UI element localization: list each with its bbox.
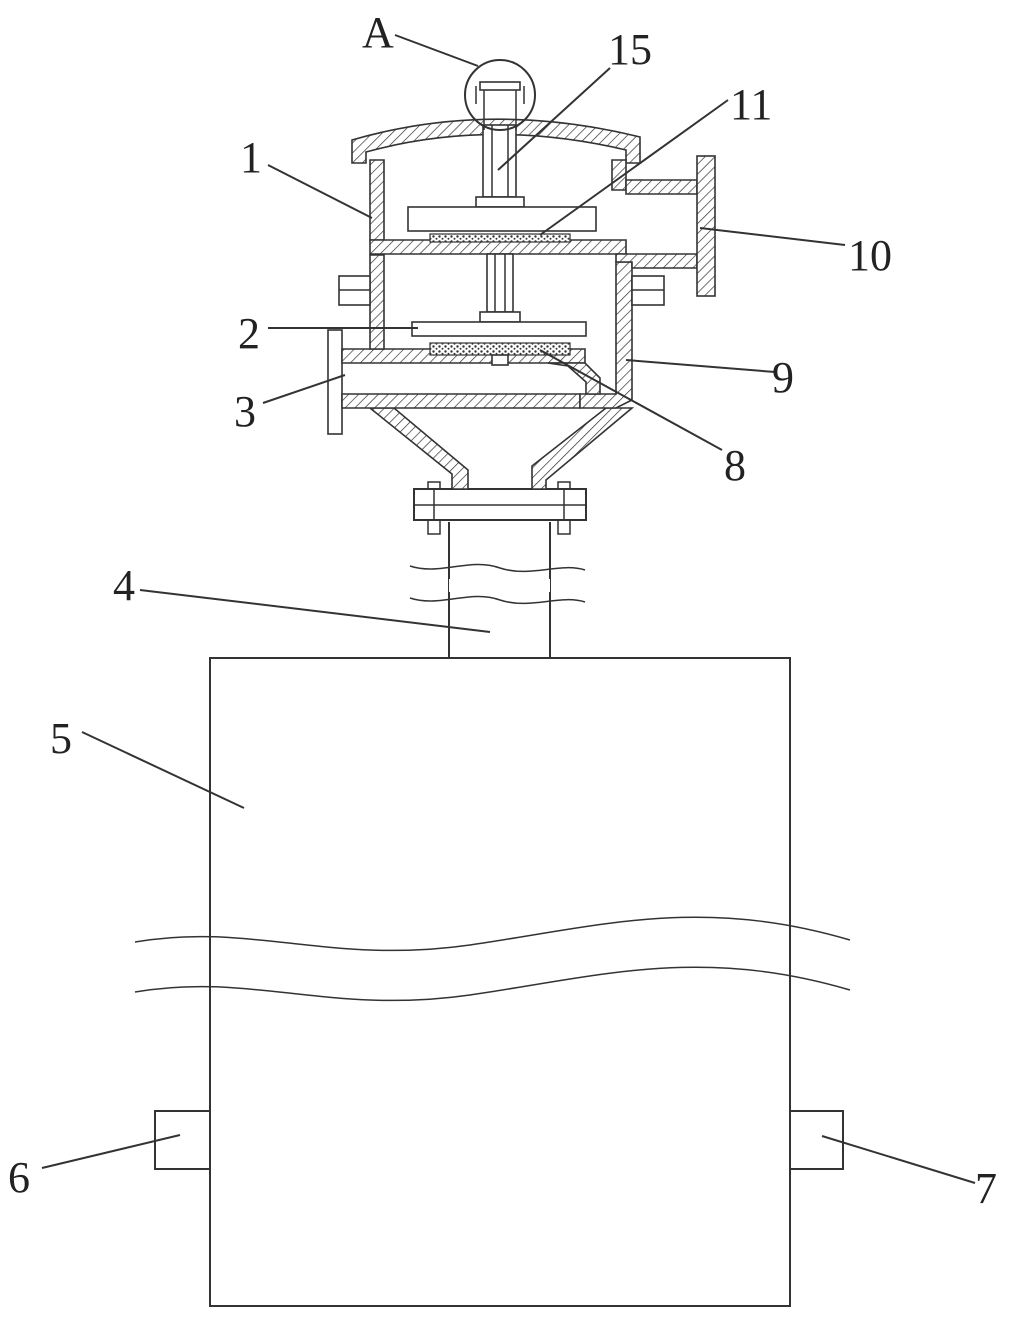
label-11: 11 [730,80,772,129]
label-4: 4 [113,561,135,610]
label-7: 7 [975,1164,997,1213]
pipe [410,522,585,658]
upper-valve [408,125,596,242]
label-A: A [362,8,394,57]
label-1: 1 [240,133,262,182]
label-2: 2 [238,309,260,358]
lower-valve [412,254,586,365]
label-6: 6 [8,1153,30,1202]
label-5: 5 [50,714,72,763]
label-10: 10 [848,231,892,280]
tank-body [210,658,790,1306]
label-9: 9 [772,353,794,402]
pipe-flange [414,482,586,534]
label-3: 3 [234,387,256,436]
tank-break-lines [135,917,850,1000]
label-15: 15 [608,25,652,74]
label-8: 8 [724,441,746,490]
funnel-neck [370,408,632,489]
